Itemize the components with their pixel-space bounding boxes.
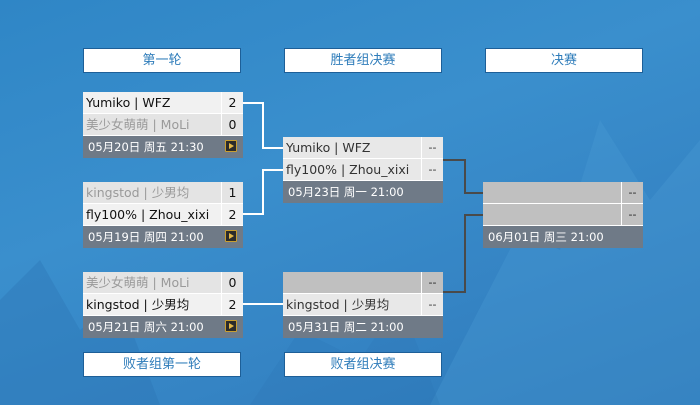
play-replay-icon[interactable]	[225, 140, 237, 152]
match-time: 05月19日 周四 21:00	[88, 230, 204, 244]
match-time: 06月01日 周三 21:00	[488, 230, 604, 244]
match-r1-m2[interactable]: kingstod | 少男均 1 fly100% | Zhou_xixi 2 0…	[83, 182, 243, 248]
player-row[interactable]: --	[283, 272, 443, 294]
match-time-bar: 05月31日 周二 21:00	[283, 316, 443, 338]
header-losers-final: 败者组决赛	[284, 352, 442, 377]
player-score: --	[421, 272, 443, 293]
player-score: 0	[221, 272, 243, 293]
player-row[interactable]: kingstod | 少男均 --	[283, 294, 443, 316]
player-name: kingstod | 少男均	[283, 294, 421, 315]
player-score: 2	[221, 294, 243, 315]
match-time-bar: 05月23日 周一 21:00	[283, 181, 443, 203]
player-name: 美少女萌萌 | MoLi	[83, 114, 221, 135]
player-score: --	[621, 182, 643, 203]
player-name	[483, 182, 621, 203]
player-name	[283, 272, 421, 293]
player-row[interactable]: 美少女萌萌 | MoLi 0	[83, 114, 243, 136]
player-row[interactable]: --	[483, 204, 643, 226]
player-name: Yumiko | WFZ	[283, 137, 421, 158]
match-losers-final[interactable]: -- kingstod | 少男均 -- 05月31日 周二 21:00	[283, 272, 443, 338]
player-row[interactable]: Yumiko | WFZ 2	[83, 92, 243, 114]
player-score: 2	[221, 204, 243, 225]
match-time-bar: 06月01日 周三 21:00	[483, 226, 643, 248]
match-r1-m1[interactable]: Yumiko | WFZ 2 美少女萌萌 | MoLi 0 05月20日 周五 …	[83, 92, 243, 158]
player-row[interactable]: kingstod | 少男均 1	[83, 182, 243, 204]
player-row[interactable]: kingstod | 少男均 2	[83, 294, 243, 316]
play-replay-icon[interactable]	[225, 230, 237, 242]
match-l1-m1[interactable]: 美少女萌萌 | MoLi 0 kingstod | 少男均 2 05月21日 周…	[83, 272, 243, 338]
match-time-bar: 05月20日 周五 21:30	[83, 136, 243, 158]
match-time-bar: 05月21日 周六 21:00	[83, 316, 243, 338]
header-winners-final: 胜者组决赛	[284, 48, 442, 73]
header-losers-round1: 败者组第一轮	[83, 352, 241, 377]
player-score: --	[421, 294, 443, 315]
play-replay-icon[interactable]	[225, 320, 237, 332]
player-row[interactable]: fly100% | Zhou_xixi 2	[83, 204, 243, 226]
match-time: 05月31日 周二 21:00	[288, 320, 404, 334]
header-round1: 第一轮	[83, 48, 241, 73]
player-row[interactable]: --	[483, 182, 643, 204]
player-score: 0	[221, 114, 243, 135]
connector-r1m2-to-wf	[243, 169, 284, 215]
connector-wf-to-final	[443, 159, 484, 194]
player-name: kingstod | 少男均	[83, 182, 221, 203]
connector-lf-to-final	[443, 214, 484, 293]
player-name: fly100% | Zhou_xixi	[83, 204, 221, 225]
player-row[interactable]: Yumiko | WFZ --	[283, 137, 443, 159]
player-score: --	[421, 159, 443, 180]
player-score: 2	[221, 92, 243, 113]
player-score: 1	[221, 182, 243, 203]
player-score: --	[421, 137, 443, 158]
player-name: kingstod | 少男均	[83, 294, 221, 315]
match-final[interactable]: -- -- 06月01日 周三 21:00	[483, 182, 643, 248]
player-name	[483, 204, 621, 225]
player-row[interactable]: fly100% | Zhou_xixi --	[283, 159, 443, 181]
connector-r1m1-to-wf	[243, 102, 284, 149]
player-name: fly100% | Zhou_xixi	[283, 159, 421, 180]
match-time-bar: 05月19日 周四 21:00	[83, 226, 243, 248]
player-name: Yumiko | WFZ	[83, 92, 221, 113]
match-time: 05月21日 周六 21:00	[88, 320, 204, 334]
player-name: 美少女萌萌 | MoLi	[83, 272, 221, 293]
player-row[interactable]: 美少女萌萌 | MoLi 0	[83, 272, 243, 294]
header-final: 决赛	[485, 48, 643, 73]
match-time: 05月23日 周一 21:00	[288, 185, 404, 199]
match-winners-final[interactable]: Yumiko | WFZ -- fly100% | Zhou_xixi -- 0…	[283, 137, 443, 203]
player-score: --	[621, 204, 643, 225]
match-time: 05月20日 周五 21:30	[88, 140, 204, 154]
